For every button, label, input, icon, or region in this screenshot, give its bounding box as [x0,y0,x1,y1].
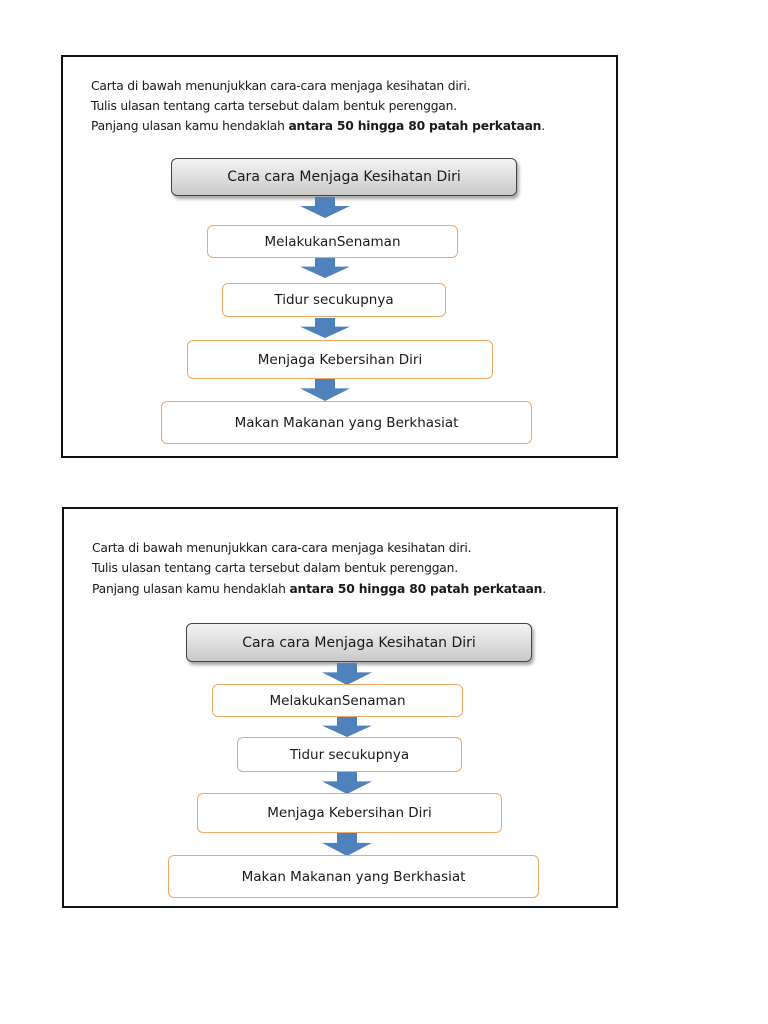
instruction-line-1: Carta di bawah menunjukkan cara-cara men… [91,79,471,93]
period: . [542,582,546,596]
instruction-line-3: Panjang ulasan kamu hendaklah antara 50 … [91,119,545,133]
flow-step-2: Tidur secukupnya [237,737,462,772]
instruction-line-3: Panjang ulasan kamu hendaklah antara 50 … [92,582,546,596]
down-arrow-icon [322,833,372,856]
flow-step-4: Makan Makanan yang Berkhasiat [168,855,539,898]
down-arrow-icon [300,318,350,338]
word-count-emphasis: antara 50 hingga 80 patah perkataan [289,582,543,596]
flowchart-title-box: Cara cara Menjaga Kesihatan Diri [171,158,517,196]
down-arrow-icon [322,663,372,685]
down-arrow-icon [300,379,350,401]
instruction-line-1: Carta di bawah menunjukkan cara-cara men… [92,541,472,555]
instruction-text: Panjang ulasan kamu hendaklah [91,119,289,133]
down-arrow-icon [322,717,372,737]
flowchart-title-box: Cara cara Menjaga Kesihatan Diri [186,623,532,662]
flow-step-1: MelakukanSenaman [207,225,458,258]
flow-step-4: Makan Makanan yang Berkhasiat [161,401,532,444]
instruction-line-2: Tulis ulasan tentang carta tersebut dala… [91,99,457,113]
down-arrow-icon [322,772,372,794]
down-arrow-icon [300,197,350,218]
flow-step-2: Tidur secukupnya [222,283,446,317]
word-count-emphasis: antara 50 hingga 80 patah perkataan [288,119,542,133]
exercise-panel-2: Carta di bawah menunjukkan cara-cara men… [62,507,618,908]
exercise-panel-1: Carta di bawah menunjukkan cara-cara men… [61,55,618,458]
flow-step-3: Menjaga Kebersihan Diri [187,340,493,379]
period: . [541,119,545,133]
instruction-text: Panjang ulasan kamu hendaklah [92,582,290,596]
flow-step-1: MelakukanSenaman [212,684,463,717]
instruction-line-2: Tulis ulasan tentang carta tersebut dala… [92,561,458,575]
flow-step-3: Menjaga Kebersihan Diri [197,793,502,833]
down-arrow-icon [300,258,350,278]
